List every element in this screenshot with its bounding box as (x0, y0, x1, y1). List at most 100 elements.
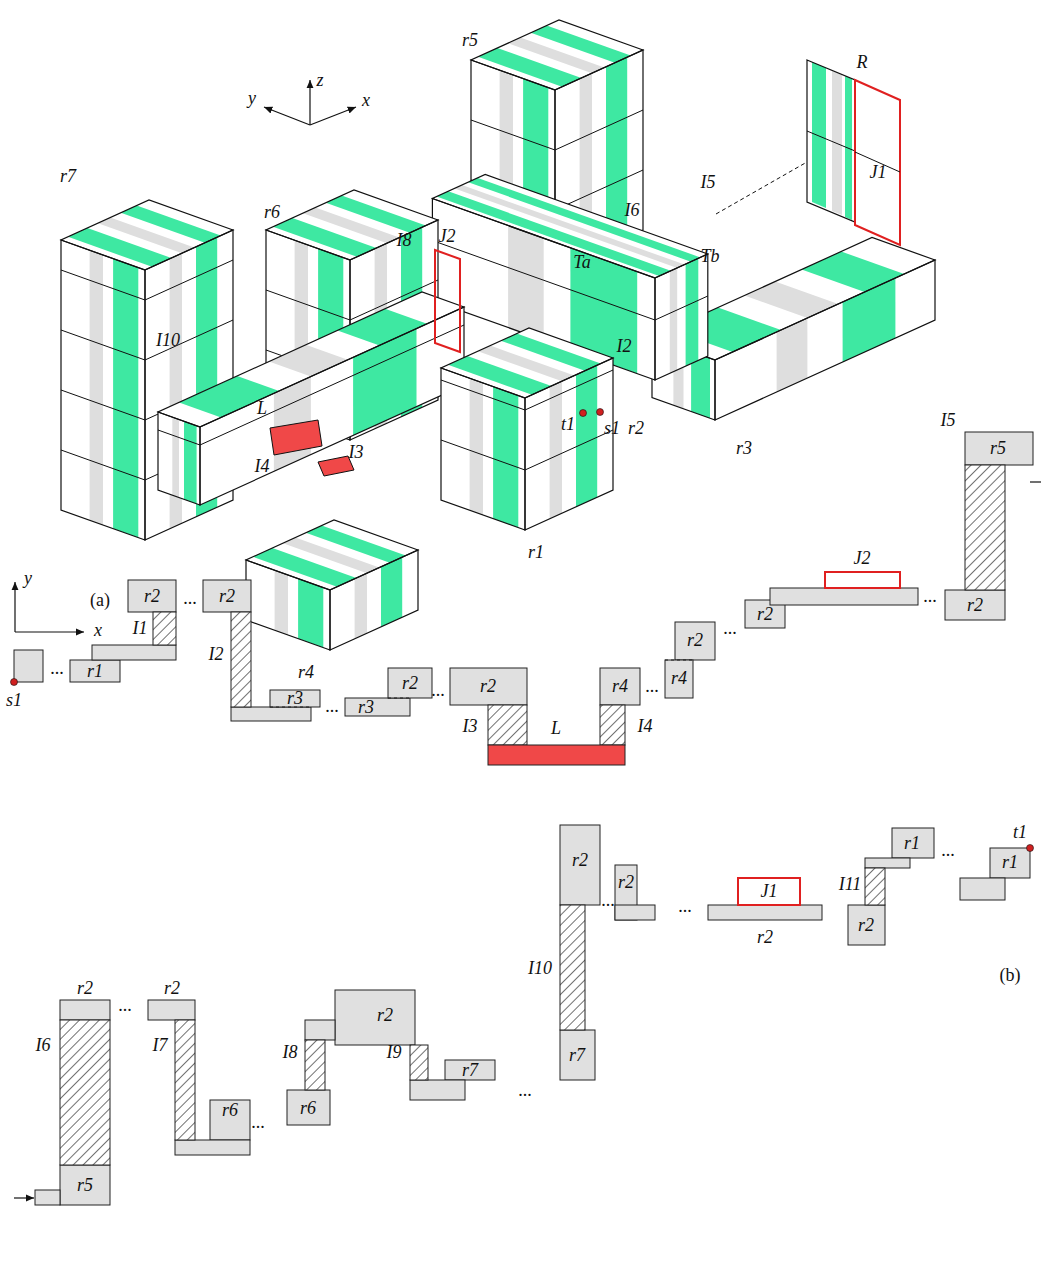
box-left-face (158, 412, 200, 505)
box-outline (525, 358, 613, 530)
box-outline (441, 328, 613, 398)
top-stripe (802, 252, 905, 293)
part-label: I10 (528, 959, 552, 977)
figure-shape (92, 645, 176, 660)
unit-line (145, 320, 233, 360)
box-right-face (330, 550, 418, 650)
part-label: r2 (164, 979, 180, 997)
top-stripe (338, 309, 428, 346)
box-outline (655, 254, 708, 380)
part-label: r2 (618, 873, 634, 891)
part-label: r1 (1002, 853, 1018, 871)
part-label: ... (518, 1081, 532, 1099)
face-stripe (670, 268, 677, 373)
part-label: r2 (858, 916, 874, 934)
part-label: r2 (628, 419, 644, 437)
figure-shape (410, 1045, 428, 1080)
part-label: x (362, 91, 370, 109)
part-label: r5 (77, 1176, 93, 1194)
panel-outline (807, 60, 855, 222)
part-label: I5 (941, 411, 956, 429)
figure-shape (175, 1140, 250, 1155)
figure-shape (128, 580, 176, 612)
y-axis (264, 107, 310, 125)
figure-shape (708, 905, 822, 920)
part-label: s1 (6, 691, 22, 709)
box-outline (61, 200, 233, 270)
figure-shape (560, 905, 585, 1030)
part-label: ... (118, 996, 132, 1014)
part-label: r3 (736, 439, 752, 457)
figure-shape (450, 668, 527, 705)
part-label: y (248, 89, 256, 107)
box-outline (61, 240, 145, 540)
figure-shape (1027, 845, 1034, 852)
part-label: ... (50, 659, 64, 677)
top-stripe (306, 526, 406, 563)
unit-line (525, 370, 613, 410)
unit-line (441, 440, 525, 470)
part-label: r2 (572, 851, 588, 869)
part-label: r2 (480, 677, 496, 695)
figure-shape (665, 660, 693, 698)
part-label: x (94, 621, 102, 639)
part-label: t1 (561, 415, 575, 433)
figure-shape (665, 660, 693, 661)
part-label: r2 (77, 979, 93, 997)
figure-shape (615, 905, 655, 920)
part-label: ... (325, 697, 339, 715)
top-stripe (179, 376, 279, 417)
part-label: ... (941, 841, 955, 859)
part-label: t1 (1013, 823, 1027, 841)
part-label: I1 (133, 619, 148, 637)
box-left-face (61, 240, 145, 540)
figure-shape (60, 1020, 110, 1165)
z-axis (309, 80, 310, 125)
unit-line (200, 325, 464, 445)
face-stripe (470, 378, 483, 515)
red-panel-j1 (855, 80, 900, 245)
figure-shape (600, 668, 640, 705)
part-label: r1 (87, 662, 103, 680)
figure-shape (488, 705, 527, 745)
part-label: ... (923, 587, 937, 605)
unit-line (158, 430, 200, 445)
box-outline (246, 520, 418, 590)
unit-line (145, 260, 233, 300)
figure-shape (231, 707, 311, 721)
figure-shape (231, 612, 251, 707)
part-label: r2 (219, 587, 235, 605)
box-outline (330, 550, 418, 650)
part-label: I8 (283, 1043, 298, 1061)
box-outline (441, 368, 525, 530)
face-stripe (777, 318, 808, 392)
box-left-face (441, 368, 525, 530)
box-outline (246, 560, 330, 650)
figure-shape (270, 690, 320, 707)
part-label: I2 (617, 337, 632, 355)
x-axis (310, 107, 356, 125)
unit-line (525, 430, 613, 470)
unit-line (441, 380, 525, 410)
figure-shape (1030, 481, 1041, 482)
part-label: I8 (397, 231, 412, 249)
part-label: I3 (463, 717, 478, 735)
unit-line (555, 110, 643, 150)
part-label: r7 (60, 167, 76, 185)
part-label: r4 (298, 663, 314, 681)
axes-a (264, 80, 356, 125)
part-label: r6 (222, 1101, 238, 1119)
part-label: Tb (700, 247, 719, 265)
part-label: ... (601, 891, 615, 909)
part-label: r2 (402, 674, 418, 692)
face-stripe (686, 258, 699, 366)
part-label: R (857, 53, 868, 71)
figure-shape (892, 828, 934, 858)
figure-shape (965, 465, 1005, 590)
part-label: r4 (671, 669, 687, 687)
part-label: I5 (701, 173, 716, 191)
part-label: J2 (439, 227, 456, 245)
part-label: I4 (638, 717, 653, 735)
part-label: J2 (854, 549, 871, 567)
